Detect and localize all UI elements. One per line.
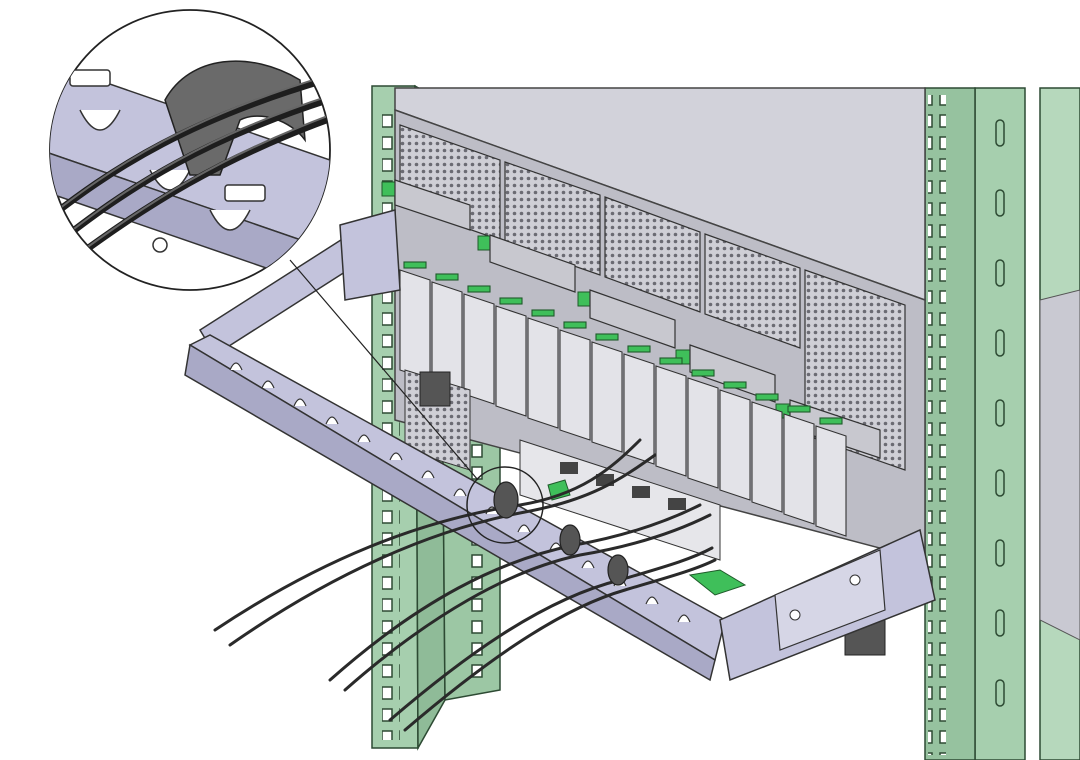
velcro-strap-detail xyxy=(164,60,306,176)
velcro-strap xyxy=(493,481,519,519)
cable xyxy=(343,513,712,692)
network-port xyxy=(560,462,578,474)
cable xyxy=(213,438,642,632)
io-panel xyxy=(404,369,886,656)
module-slots xyxy=(399,261,847,537)
power-supply-4 xyxy=(704,233,801,349)
module-slot xyxy=(783,413,815,525)
module-slot xyxy=(655,365,687,477)
cable xyxy=(388,546,714,722)
network-port xyxy=(668,498,686,510)
power-inlet xyxy=(419,371,451,407)
network-port xyxy=(632,486,650,498)
right-rack-rail xyxy=(924,87,1080,760)
module-slot xyxy=(815,425,847,537)
zoom-detail-inset xyxy=(49,9,331,291)
module-slot xyxy=(527,317,559,429)
detail-callout-marker xyxy=(466,466,544,544)
green-connector xyxy=(688,569,747,596)
green-connector xyxy=(547,479,571,501)
module-slot xyxy=(751,401,783,513)
callout-leader-line xyxy=(289,259,479,481)
module-slot xyxy=(399,269,431,381)
psu-latch xyxy=(381,181,397,197)
cable-management-arm xyxy=(184,209,936,682)
cable xyxy=(328,503,702,682)
module-slot xyxy=(495,305,527,417)
velcro-strap xyxy=(559,524,581,556)
module-slot xyxy=(687,377,719,489)
module-slot xyxy=(591,341,623,453)
module-slot xyxy=(559,329,591,441)
module-slot xyxy=(719,389,751,501)
cable xyxy=(403,558,717,732)
cable xyxy=(228,453,657,647)
velcro-strap xyxy=(607,554,629,586)
module-slot xyxy=(623,353,655,465)
cables xyxy=(213,438,717,732)
module-slot xyxy=(463,293,495,405)
power-supply-2 xyxy=(504,161,601,276)
power-supply-3 xyxy=(604,196,701,313)
